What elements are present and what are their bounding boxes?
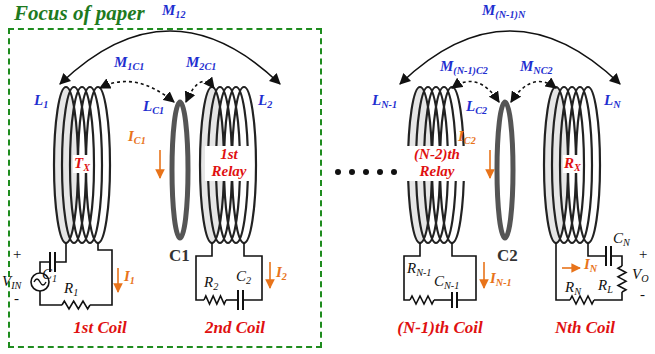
capacitor-label: CN [613,230,630,248]
resistor-label: R2 [204,274,218,292]
current-label: IC2 [458,128,476,146]
current-arrow [489,150,491,178]
inductance-label: LN [604,92,621,110]
capacitor-plate [54,252,56,272]
resistor-symbol [618,266,626,292]
coil-role: RX [563,155,582,173]
resistor-label: RN-1 [407,260,431,278]
mutual-arc [511,82,556,102]
output-label: VO [632,266,649,284]
wire [611,256,622,266]
capacitor-label: C1 [42,266,57,284]
inductance-label: LN-1 [372,92,397,110]
inductance-label: LC1 [143,98,164,116]
mutual-arc [60,31,280,84]
wire [40,291,62,305]
current-arrow [483,262,485,288]
mutual-arc [400,31,620,84]
wire [55,243,66,262]
resistor-label: RN [565,279,581,297]
coil-role: 1st Relay [205,146,253,181]
resistor-label: R1 [64,280,78,298]
resistor-symbol [410,296,434,304]
coil-caption: Nth Coil [530,318,640,338]
source-label: VIN [2,273,21,291]
capacitor-plate [610,246,612,266]
wire [452,243,476,300]
wire [434,299,452,301]
ring-label: C1 [169,246,190,266]
current-label: I2 [276,264,287,282]
focus-region: Focus of paper [8,28,322,348]
mutual-inductance: MNC2 [520,58,553,76]
current-arrow [117,268,119,292]
terminal-sign: - [640,286,645,303]
coil-role: (N-2)th Relay [404,146,470,181]
coil-caption: 2nd Coil [185,318,285,338]
mutual-inductance: M12 [162,2,186,20]
wire [588,243,606,256]
mutual-inductance: M1C1 [114,54,144,72]
mutual-arc [452,82,499,102]
resistor-symbol [570,296,594,304]
continuation-dot [363,169,369,175]
inductance-label: L1 [34,92,48,110]
coil-caption: 1st Coil [50,318,150,338]
resonator-ring [497,102,513,238]
mutual-arc [100,82,174,102]
resistor-symbol [204,296,226,304]
wire [226,299,238,301]
capacitor-plate [451,292,453,308]
continuation-dot [349,169,355,175]
mutual-inductance: M(N-1)N [482,2,525,20]
terminal-sign: + [12,246,22,263]
resistor-symbol [62,301,90,309]
continuation-dot [335,169,341,175]
current-label: IN [584,256,597,274]
resonator-ring [172,102,188,238]
wire [196,243,212,300]
current-arrow [159,150,161,178]
coil-role: TX [73,155,91,173]
ring-label: C2 [497,246,518,266]
continuation-dot [391,169,397,175]
current-arrow [269,262,271,288]
current-label: IC1 [128,128,146,146]
mutual-arc [186,82,214,102]
current-label: IN-1 [490,270,512,288]
current-label: I1 [124,268,135,286]
wire [90,243,112,305]
capacitor-label: CN-1 [434,273,459,291]
inductance-label: LC2 [466,98,487,116]
capacitor-plate [237,290,239,310]
mutual-inductance: M2C1 [186,54,216,72]
inductance-label: L2 [258,92,272,110]
continuation-dot [377,169,383,175]
resistor-label: RL [598,277,613,295]
terminal-sign: + [638,246,648,263]
terminal-sign: - [14,290,19,307]
coil-caption: (N-1)th Coil [380,318,500,338]
capacitor-label: C2 [236,268,251,286]
region-heading: Focus of paper [14,1,145,26]
current-arrow [562,267,580,269]
mutual-inductance: M(N-1)C2 [440,58,488,76]
